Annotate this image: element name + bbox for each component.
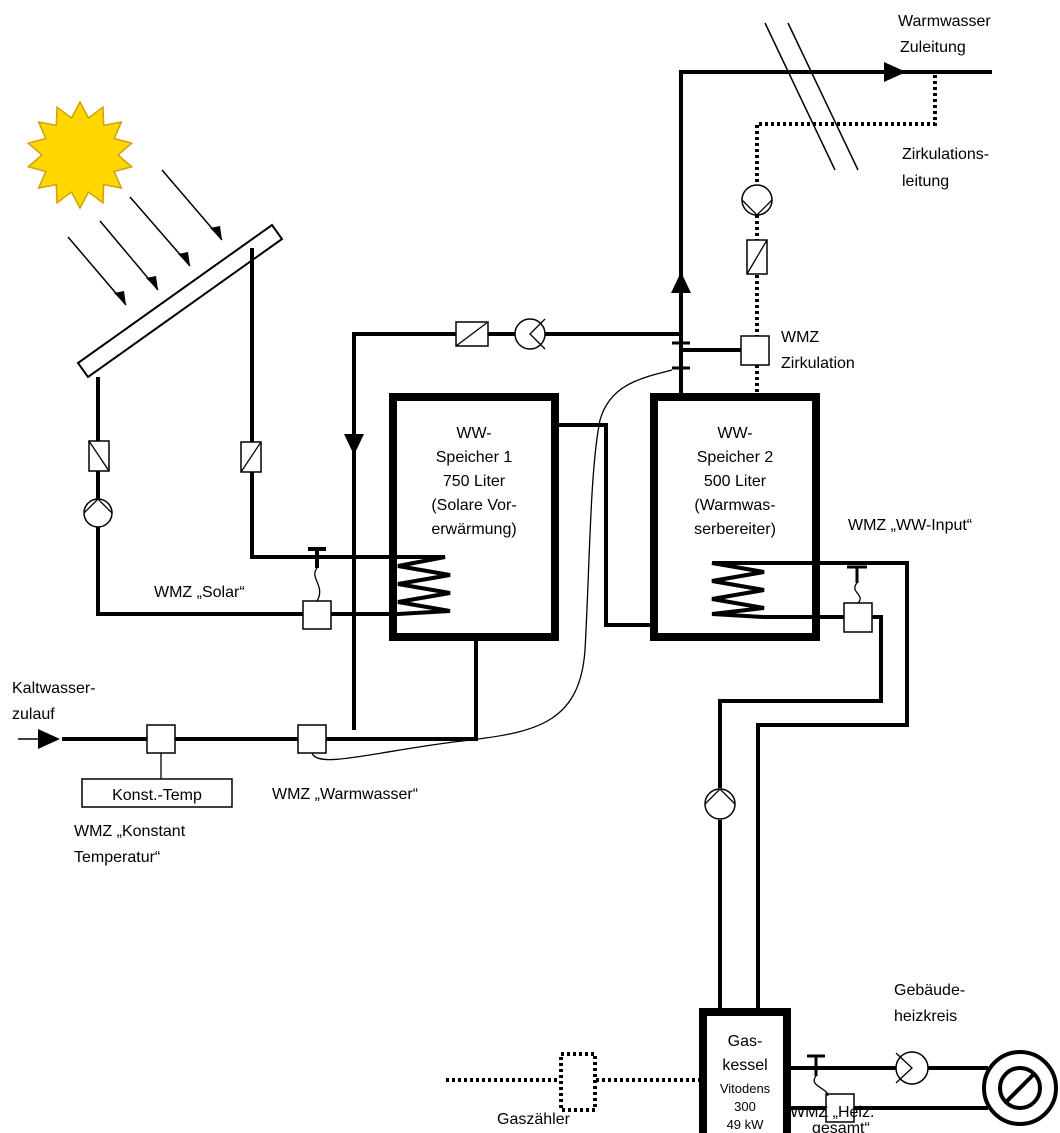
- heating-pump-icon: [895, 1051, 929, 1085]
- konst-temp-box: Konst.-Temp: [81, 778, 233, 808]
- label-text: (Solare Vor-: [431, 497, 516, 514]
- label-text: 300: [734, 1099, 756, 1114]
- label-gebaeudeheizkreis: Gebäude- heizkreis: [894, 982, 965, 1025]
- label-text: Konst.-Temp: [112, 787, 202, 804]
- circulation-check-valve: [746, 239, 768, 275]
- solar-circuit-pipes: [96, 248, 393, 616]
- sun-rays: [67, 169, 223, 306]
- label-text: (Warmwas-: [694, 497, 775, 514]
- label-text: 49 kW: [727, 1117, 765, 1132]
- label-text: WMZ „Solar“: [154, 584, 245, 601]
- label-text: Kaltwasser-: [12, 680, 96, 697]
- label-kaltwasserzulauf: Kaltwasser- zulauf: [12, 680, 96, 723]
- label-text: zulauf: [12, 706, 55, 723]
- preheat-loop-pipe: [344, 332, 681, 730]
- preheat-pump-icon: [514, 318, 546, 350]
- solar-collector: [76, 223, 284, 379]
- storage-tank-1: WW- Speicher 1 750 Liter (Solare Vor- er…: [389, 393, 559, 641]
- label-text: WMZ „Konstant: [74, 823, 186, 840]
- label-wmz-ww-input: WMZ „WW-Input“: [848, 517, 972, 534]
- label-text: Zirkulation: [781, 355, 855, 372]
- wmz-ww-input-meter: [843, 565, 873, 633]
- solar-flow-check-valve: [240, 441, 262, 473]
- label-text: WMZ „Warmwasser“: [272, 786, 418, 803]
- label-wmz-warmwasser: WMZ „Warmwasser“: [272, 786, 418, 803]
- boiler-loop-pipes: [718, 561, 909, 1011]
- label-text: WW-: [456, 425, 491, 442]
- circulation-line: [755, 75, 937, 397]
- wmz-warmwasser-meter: [297, 369, 673, 761]
- label-text: serbereiter): [694, 521, 776, 538]
- label-text: heizkreis: [894, 1008, 957, 1025]
- label-wmz-konstant: WMZ „Konstant Temperatur“: [74, 823, 186, 866]
- wmz-konstant-meter: [146, 724, 176, 779]
- label-wmz-zirkulation: WMZ Zirkulation: [781, 329, 855, 372]
- pipe-break-symbol: [764, 22, 859, 171]
- label-text: WMZ: [781, 329, 819, 346]
- label-wmz-heiz-gesamt: WMZ „Heiz. WMZ „Heiz.gesamt“: [790, 1104, 874, 1133]
- label-text: leitung: [902, 173, 949, 190]
- wmz-solar-meter: [302, 547, 332, 630]
- label-text: Gas-: [728, 1033, 763, 1050]
- label-zirkulationsleitung: Zirkulations- leitung: [902, 146, 989, 190]
- heat-exchanger-coil-2: [711, 561, 816, 619]
- label-text: erwärmung): [431, 521, 516, 538]
- label-text: Temperatur“: [74, 849, 160, 866]
- label-gaszaehler: Gaszähler: [497, 1111, 571, 1128]
- label-text: Vitodens: [720, 1081, 771, 1096]
- radiator-consumer-icon: [982, 1050, 1058, 1126]
- solar-pump-icon: [83, 498, 113, 528]
- label-warmwasser-zuleitung: Warmwasser Zuleitung: [898, 13, 991, 56]
- heat-exchanger-coil-1: [393, 555, 451, 616]
- label-text: Speicher 2: [697, 449, 774, 466]
- label-text: WMZ „Heiz.: [790, 1104, 874, 1121]
- label-wmz-solar: WMZ „Solar“: [154, 584, 245, 601]
- label-text: Zuleitung: [900, 39, 966, 56]
- label-text: Speicher 1: [436, 449, 513, 466]
- circulation-pump-icon: [741, 184, 773, 216]
- wmz-heiz-gesamt-meter: [807, 1054, 855, 1123]
- label-text: 750 Liter: [443, 473, 506, 490]
- gas-meter-icon: [559, 1052, 597, 1112]
- label-text: kessel: [722, 1057, 767, 1074]
- label-text: Zirkulations-: [902, 146, 989, 163]
- preheat-check-valve: [455, 321, 489, 347]
- label-text: Warmwasser: [898, 13, 991, 30]
- wmz-zirkulation-meter: [672, 335, 770, 376]
- tank-connection-pipe: [555, 423, 654, 627]
- gas-boiler: Gas- kessel Vitodens 300 49 kW: [699, 1008, 791, 1133]
- label-text: Gebäude-: [894, 982, 965, 999]
- label-text: gesamt“: [812, 1120, 870, 1133]
- building-heating-pipes: [787, 1066, 988, 1110]
- label-text: WMZ „WW-Input“: [848, 517, 972, 534]
- label-text: WW-: [717, 425, 752, 442]
- label-text: Gaszähler: [497, 1111, 571, 1128]
- sun-icon: [26, 100, 134, 210]
- solar-return-check-valve: [88, 440, 110, 472]
- boiler-pump-icon: [704, 788, 736, 820]
- hot-water-supply-pipe: [671, 62, 992, 397]
- label-text: 500 Liter: [704, 473, 767, 490]
